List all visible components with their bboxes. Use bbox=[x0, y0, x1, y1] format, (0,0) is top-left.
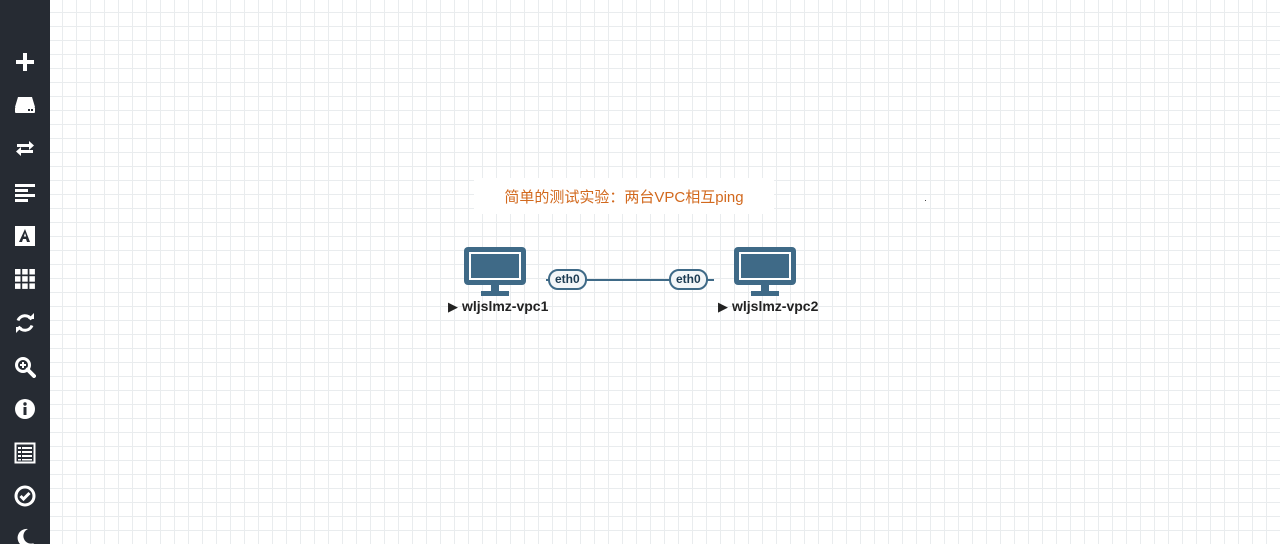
play-icon: ▶ bbox=[448, 300, 458, 315]
hard-drive-icon bbox=[15, 97, 35, 113]
moon-icon bbox=[17, 528, 34, 547]
logs-button[interactable] bbox=[0, 433, 50, 473]
canvas-dot bbox=[925, 200, 926, 201]
zoom-icon bbox=[15, 357, 36, 378]
grid-icon bbox=[15, 269, 35, 289]
topology-canvas[interactable]: 简单的测试实验：两台VPC相互ping ▶ wljslmz-vpc1 ▶ wljsl… bbox=[50, 0, 1280, 544]
list-icon bbox=[14, 442, 36, 464]
status-button[interactable] bbox=[0, 476, 50, 516]
text-note-label: 简单的测试实验：两台VPC相互ping bbox=[504, 188, 744, 206]
text-icon bbox=[15, 226, 35, 246]
refresh-button[interactable] bbox=[0, 303, 50, 343]
node-vpc1[interactable] bbox=[463, 246, 527, 298]
check-circle-icon bbox=[14, 485, 36, 507]
sidebar bbox=[0, 0, 50, 547]
startup-configs-button[interactable] bbox=[0, 172, 50, 212]
dark-mode-button[interactable] bbox=[0, 518, 50, 558]
info-icon bbox=[15, 399, 35, 419]
play-icon: ▶ bbox=[718, 300, 728, 315]
computer-icon bbox=[734, 247, 796, 296]
link-layer bbox=[546, 279, 714, 281]
interface-label-vpc1[interactable]: eth0 bbox=[548, 269, 587, 290]
nodes-button[interactable] bbox=[0, 85, 50, 125]
refresh-icon bbox=[16, 313, 34, 333]
zoom-button[interactable] bbox=[0, 347, 50, 387]
info-button[interactable] bbox=[0, 389, 50, 429]
workbook-button[interactable] bbox=[0, 259, 50, 299]
node-name: wljslmz-vpc1 bbox=[462, 298, 549, 314]
networks-button[interactable] bbox=[0, 128, 50, 168]
node-label-vpc2[interactable]: ▶ wljslmz-vpc2 bbox=[718, 298, 818, 315]
node-name: wljslmz-vpc2 bbox=[732, 298, 819, 314]
node-label-vpc1[interactable]: ▶ wljslmz-vpc1 bbox=[448, 298, 548, 315]
node-vpc2[interactable] bbox=[733, 246, 797, 298]
interface-label-vpc2[interactable]: eth0 bbox=[669, 269, 708, 290]
text-note[interactable]: 简单的测试实验：两台VPC相互ping bbox=[474, 178, 774, 214]
add-object-button[interactable] bbox=[0, 42, 50, 82]
plus-icon bbox=[16, 53, 34, 71]
text-object-button[interactable] bbox=[0, 216, 50, 256]
align-left-icon bbox=[15, 184, 35, 202]
exchange-arrows-icon bbox=[16, 141, 34, 156]
computer-icon bbox=[464, 247, 526, 296]
